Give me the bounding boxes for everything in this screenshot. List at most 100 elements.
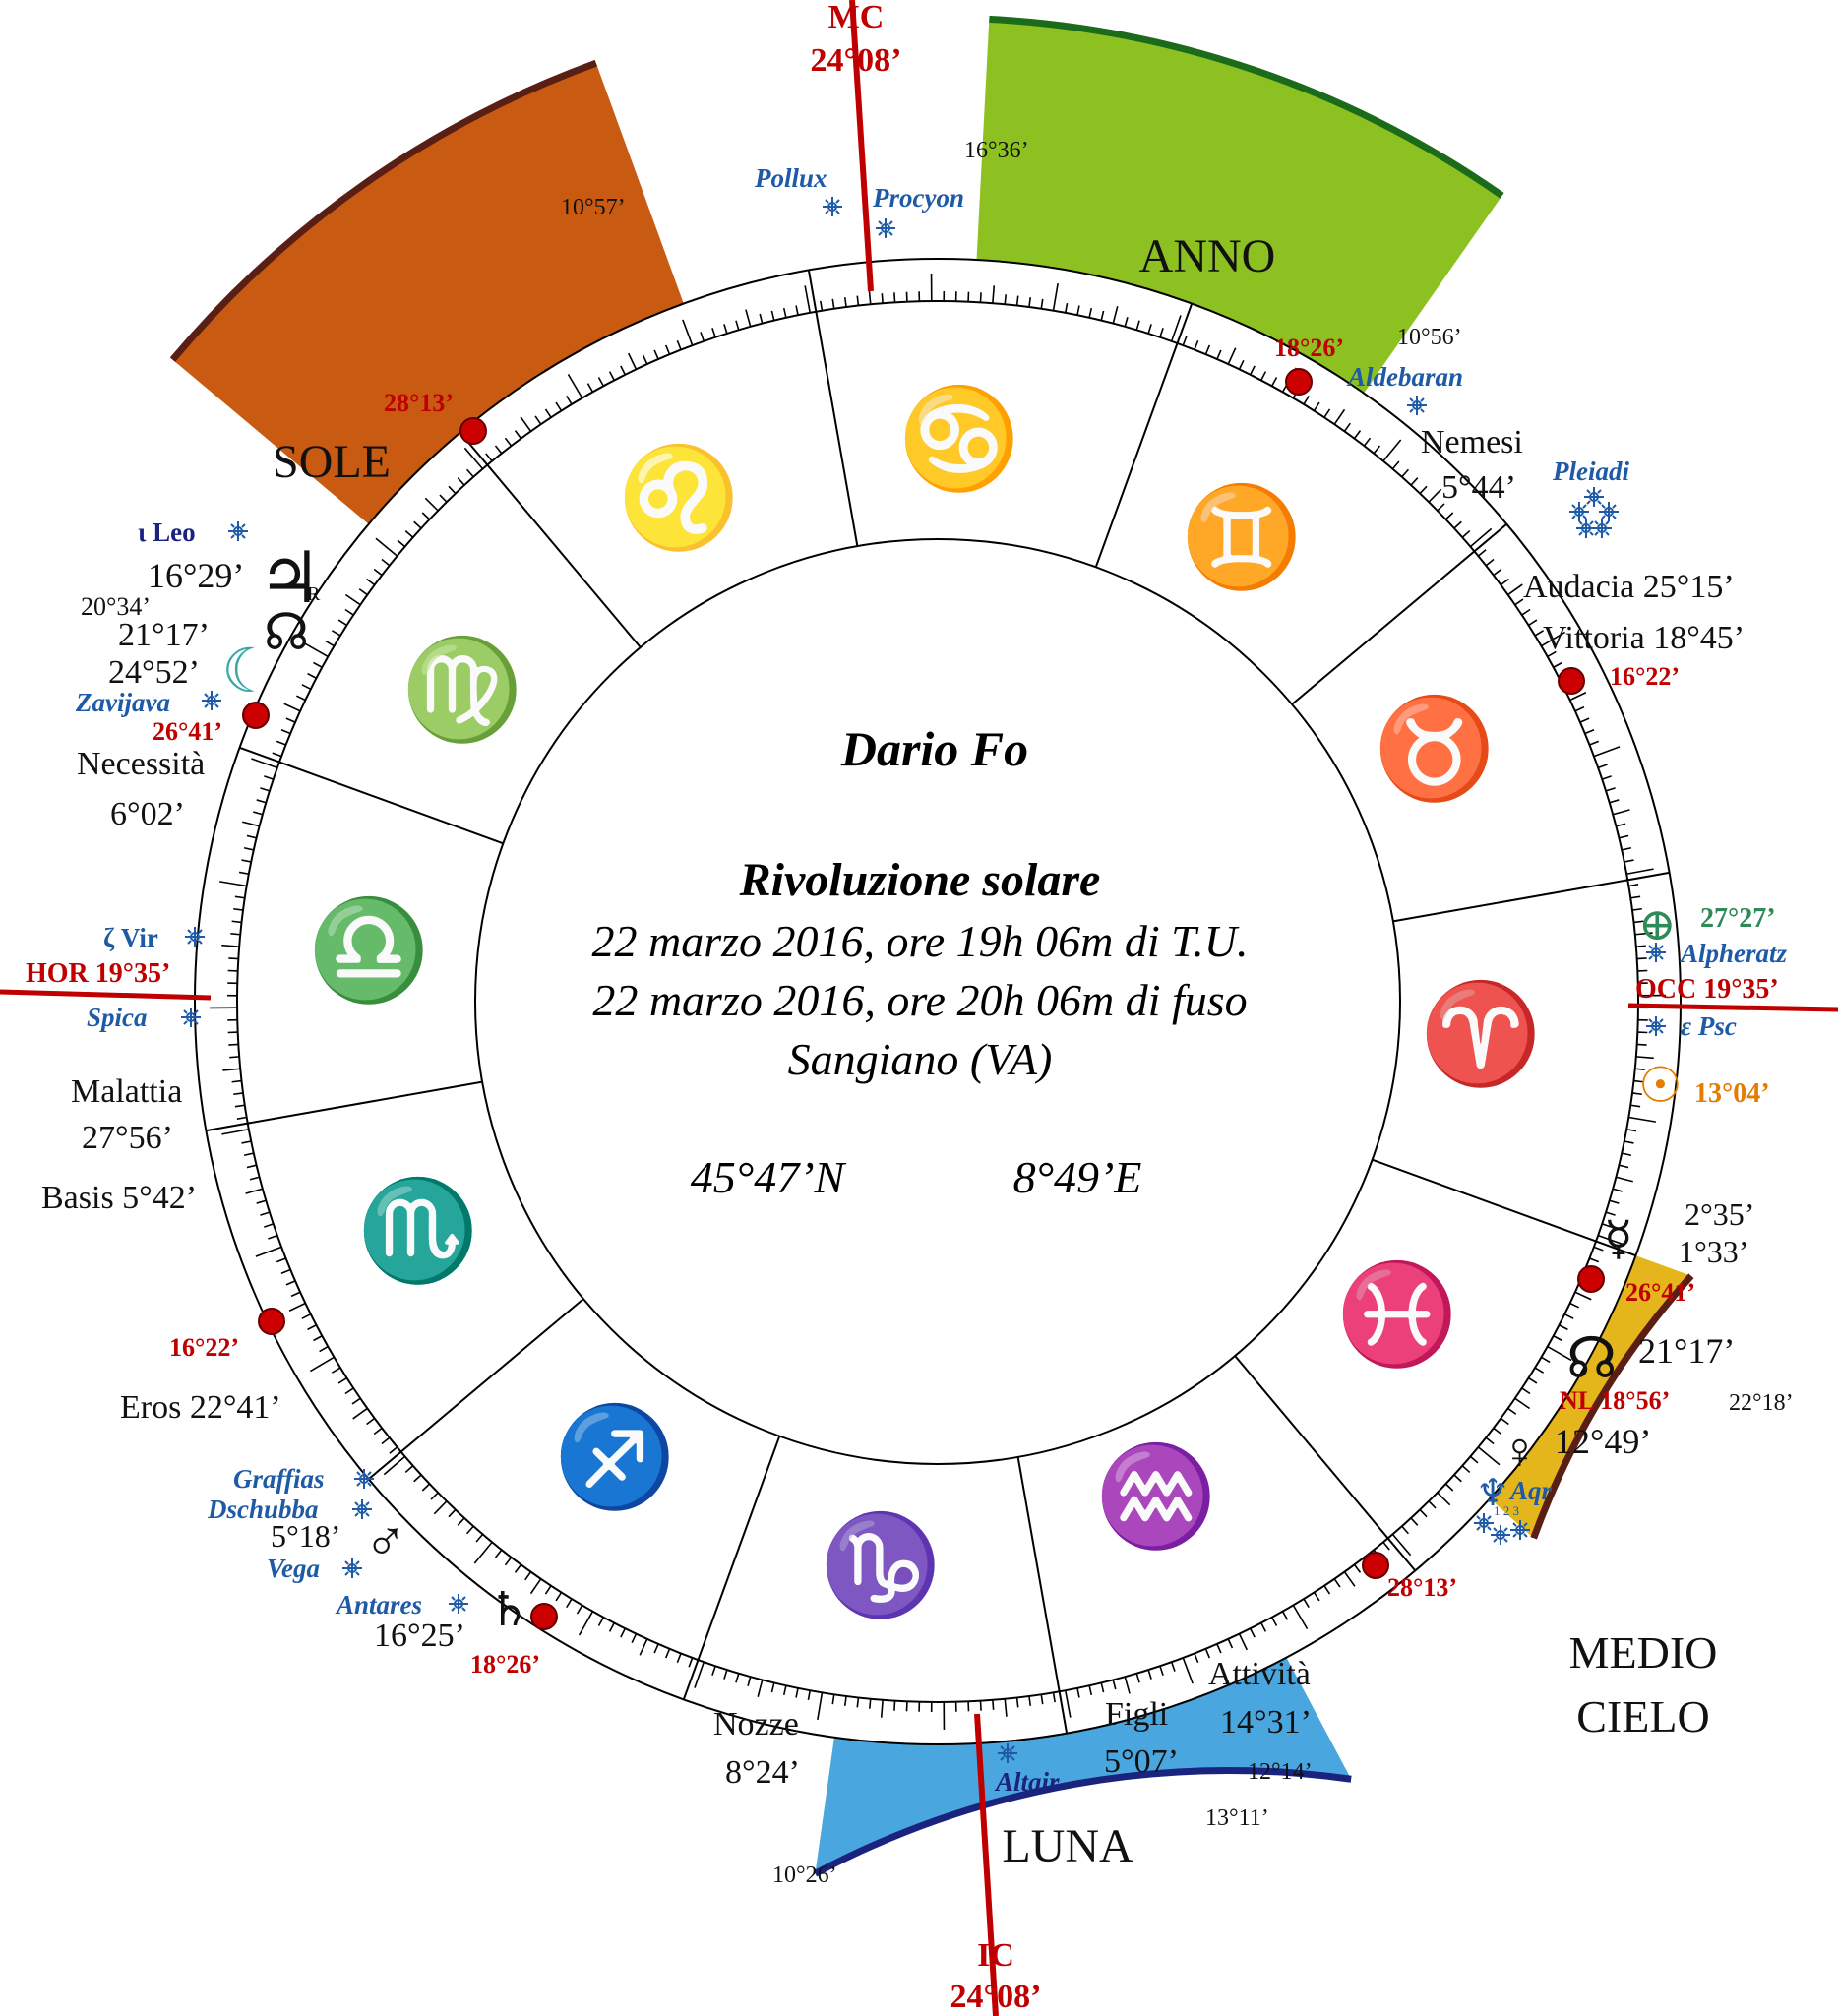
degree-tick bbox=[1216, 1643, 1222, 1654]
sign-divider bbox=[1291, 522, 1508, 705]
degree-tick bbox=[448, 485, 457, 495]
degree-tick bbox=[1135, 1673, 1140, 1683]
part-necessita-degree: 6°02’ bbox=[110, 796, 185, 832]
degree-tick bbox=[1333, 1578, 1341, 1588]
degree-tick bbox=[260, 787, 271, 792]
degree-tick bbox=[770, 1682, 775, 1693]
degree-tick bbox=[1088, 307, 1093, 319]
degree-tick bbox=[288, 1302, 306, 1312]
sign-divider bbox=[807, 270, 859, 547]
luna-degree-start: 10°26’ bbox=[772, 1863, 837, 1888]
jupiter-degree: 16°29’ bbox=[148, 556, 244, 595]
degree-tick bbox=[268, 1234, 278, 1240]
subject-name: Dario Fo bbox=[840, 721, 1028, 776]
degree-tick bbox=[1605, 1211, 1616, 1216]
node-left-degree-a: 20°34’ bbox=[81, 592, 151, 621]
part-attivita-degree: 14°31’ bbox=[1220, 1704, 1312, 1741]
degree-tick bbox=[676, 339, 682, 350]
mars-degree: 5°18’ bbox=[271, 1518, 340, 1554]
degree-tick bbox=[1630, 895, 1641, 899]
degree-tick bbox=[576, 1605, 583, 1615]
degree-tick bbox=[992, 285, 996, 304]
degree-tick bbox=[1204, 344, 1211, 355]
degree-tick bbox=[285, 717, 296, 723]
star-alpheratz: Alpheratz bbox=[1679, 939, 1788, 968]
degree-tick bbox=[992, 1699, 995, 1710]
sign-pisces: ♓ bbox=[1336, 1258, 1459, 1370]
degree-tick bbox=[233, 907, 244, 911]
sign-capricorn: ♑ bbox=[820, 1509, 943, 1620]
degree-tick bbox=[1528, 619, 1538, 627]
degree-tick bbox=[1612, 1188, 1623, 1192]
degree-tick bbox=[383, 1455, 406, 1476]
sign-divider bbox=[367, 1298, 584, 1481]
star-pleiadi: Pleiadi bbox=[1552, 457, 1629, 486]
degree-tick bbox=[664, 344, 671, 355]
part-necessita: Necessità bbox=[77, 746, 205, 782]
degree-tick bbox=[1437, 1492, 1451, 1506]
degree-tick bbox=[1281, 1611, 1289, 1620]
degree-tick bbox=[1624, 1140, 1634, 1144]
degree-tick bbox=[504, 1557, 513, 1566]
degree-tick bbox=[1628, 884, 1639, 887]
degree-tick bbox=[1323, 1585, 1331, 1595]
degree-tick bbox=[439, 494, 448, 503]
degree-tick bbox=[893, 1700, 896, 1711]
degree-tick bbox=[344, 608, 354, 616]
mercury-icon: ☿ bbox=[1604, 1213, 1632, 1265]
hor-label: HOR 19°35’ bbox=[26, 958, 170, 989]
node-left-degree-b: 21°17’ bbox=[118, 617, 210, 653]
degree-tick bbox=[1271, 377, 1278, 387]
degree-tick bbox=[245, 1188, 264, 1194]
degree-tick bbox=[1382, 1541, 1390, 1551]
degree-tick bbox=[586, 383, 594, 393]
saturn-degree: 16°25’ bbox=[374, 1618, 465, 1654]
date-local: 22 marzo 2016, ore 20h 06m di fuso bbox=[592, 975, 1247, 1025]
sign-libra: ♎ bbox=[308, 894, 431, 1006]
part-attivita: Attività bbox=[1208, 1656, 1311, 1692]
degree-tick bbox=[1589, 740, 1600, 746]
degree-tick bbox=[1507, 1407, 1517, 1415]
luna-degree-end: 13°11’ bbox=[1205, 1805, 1269, 1831]
degree-tick bbox=[514, 1563, 522, 1573]
degree-tick bbox=[242, 821, 260, 827]
degree-tick bbox=[351, 1397, 361, 1405]
degree-tick bbox=[1227, 347, 1237, 365]
degree-tick bbox=[397, 539, 406, 548]
sign-scorpio: ♏ bbox=[357, 1175, 480, 1286]
degree-tick bbox=[544, 408, 552, 418]
degree-tick bbox=[221, 1128, 250, 1135]
medio-degree-end: 12°14’ bbox=[1248, 1759, 1313, 1785]
degree-tick bbox=[1170, 1661, 1176, 1672]
mc-degree: 24°08’ bbox=[811, 42, 902, 79]
degree-tick bbox=[1401, 468, 1410, 478]
degree-tick bbox=[1182, 1657, 1194, 1684]
degree-tick bbox=[820, 300, 824, 311]
planets: ♃ 16°29’ R ☊ 20°34’ 21°17’ ☾ 24°52’ ⊕ 27… bbox=[81, 539, 1776, 1654]
degree-tick bbox=[1574, 705, 1585, 712]
degree-tick bbox=[463, 447, 484, 470]
degree-tick bbox=[1469, 527, 1493, 548]
degree-tick bbox=[373, 568, 383, 577]
degree-tick bbox=[448, 1508, 457, 1518]
node-right-degree: 21°17’ bbox=[1638, 1331, 1735, 1371]
sole-label: SOLE bbox=[273, 436, 391, 488]
degree-tick bbox=[1343, 1571, 1356, 1587]
degree-tick bbox=[236, 1116, 247, 1120]
degree-tick bbox=[881, 293, 884, 304]
mercury-degree-b: 1°33’ bbox=[1679, 1234, 1748, 1269]
degree-tick bbox=[1410, 1517, 1419, 1526]
degree-tick bbox=[337, 1376, 347, 1384]
degree-tick bbox=[413, 520, 422, 529]
star-aldebaran: Aldebaran bbox=[1346, 362, 1463, 392]
degree-tick bbox=[723, 1669, 728, 1680]
point-label: 18°26’ bbox=[1274, 334, 1344, 362]
star-pollux: Pollux bbox=[754, 163, 827, 193]
degree-tick bbox=[1238, 359, 1245, 370]
mercury-degree-a: 2°35’ bbox=[1685, 1196, 1754, 1232]
degree-tick bbox=[893, 292, 896, 303]
sign-divider bbox=[206, 1080, 483, 1132]
degree-tick bbox=[1135, 320, 1140, 331]
star-altair: Altair bbox=[994, 1767, 1060, 1797]
degree-tick bbox=[1410, 477, 1419, 486]
